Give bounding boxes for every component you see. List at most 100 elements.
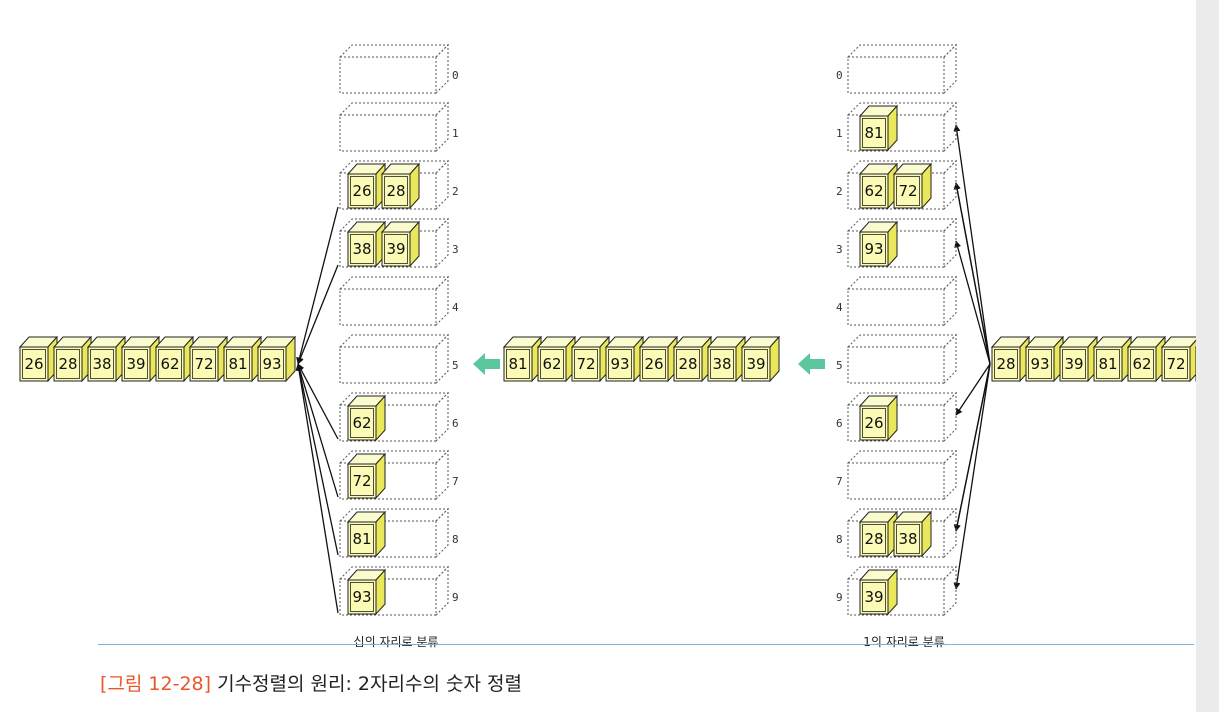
tens-bucket-label: 5 — [452, 359, 459, 372]
ones-bucket-label: 0 — [836, 69, 843, 82]
key-value: 26 — [644, 355, 663, 373]
output-row-key: 26 — [18, 335, 59, 383]
key-value: 62 — [542, 355, 561, 373]
ones-bucket-key: 62 — [858, 162, 899, 210]
key-value: 62 — [1132, 355, 1151, 373]
ones-distribute-arrow — [953, 124, 991, 365]
tens-gather-arrow — [295, 363, 339, 614]
key-value: 28 — [58, 355, 77, 373]
middle-row-key: 62 — [536, 335, 577, 383]
key-value: 26 — [24, 355, 43, 373]
key-value: 93 — [864, 240, 883, 258]
key-value: 72 — [1166, 355, 1185, 373]
middle-row-key: 38 — [706, 335, 747, 383]
key-value: 39 — [864, 588, 883, 606]
ones-bucket-5 — [846, 333, 958, 385]
output-row-key: 38 — [86, 335, 127, 383]
key-value: 39 — [386, 240, 405, 258]
middle-row-key: 93 — [604, 335, 645, 383]
ones-bucket-label: 5 — [836, 359, 843, 372]
tens-bucket-key: 72 — [346, 452, 387, 500]
key-value: 93 — [610, 355, 629, 373]
ones-distribute-arrow — [953, 363, 991, 590]
key-value: 26 — [352, 182, 371, 200]
tens-bucket-5 — [338, 333, 450, 385]
ones-bucket-label: 4 — [836, 301, 843, 314]
figure-title: 기수정렬의 원리: 2자리수의 숫자 정렬 — [217, 673, 522, 695]
key-value: 81 — [228, 355, 247, 373]
tens-gather-arrow — [296, 206, 339, 365]
ones-bucket-label: 7 — [836, 475, 843, 488]
tens-bucket-6 — [338, 391, 450, 443]
page-margin-shade — [1196, 0, 1219, 712]
caption-divider — [98, 644, 1194, 645]
ones-bucket-key: 38 — [892, 510, 933, 558]
key-value: 72 — [576, 355, 595, 373]
key-value: 72 — [352, 472, 371, 490]
key-value: 81 — [1098, 355, 1117, 373]
output-row-key: 62 — [154, 335, 195, 383]
tens-bucket-label: 8 — [452, 533, 459, 546]
input-row-key: 81 — [1092, 335, 1133, 383]
tens-gather-arrow — [297, 363, 339, 440]
input-row-key: 72 — [1160, 336, 1196, 383]
key-value: 38 — [898, 530, 917, 548]
key-value: 28 — [996, 355, 1015, 373]
key-value: 62 — [864, 182, 883, 200]
tens-bucket-label: 2 — [452, 185, 459, 198]
output-row-key: 39 — [120, 335, 161, 383]
key-value: 93 — [1030, 355, 1049, 373]
input-row-key: 62 — [1126, 335, 1167, 383]
key-value: 28 — [386, 182, 405, 200]
tens-bucket-key: 38 — [346, 220, 387, 268]
tens-bucket-label: 0 — [452, 69, 459, 82]
ones-bucket-key: 72 — [892, 162, 933, 210]
key-value: 93 — [352, 588, 371, 606]
tens-bucket-key: 81 — [346, 510, 387, 558]
middle-row-key: 39 — [740, 335, 781, 383]
key-value: 72 — [898, 182, 917, 200]
tens-panel-caption: 십의 자리로 분류 — [354, 635, 439, 649]
input-row-key: 28 — [990, 335, 1031, 383]
key-value: 28 — [864, 530, 883, 548]
ones-bucket-label: 8 — [836, 533, 843, 546]
key-value: 38 — [92, 355, 111, 373]
ones-bucket-key: 93 — [858, 220, 899, 268]
tens-gather-arrow — [297, 264, 339, 365]
key-value: 72 — [194, 355, 213, 373]
ones-distribute-arrow — [953, 182, 991, 365]
ones-panel-caption: 1의 자리로 분류 — [863, 635, 945, 649]
key-value: 38 — [352, 240, 371, 258]
tens-bucket-key: 26 — [346, 162, 387, 210]
tens-bucket-label: 6 — [452, 417, 459, 430]
input-row-key: 39 — [1058, 335, 1099, 383]
key-value: 62 — [160, 355, 179, 373]
key-value: 81 — [508, 355, 527, 373]
ones-distribute-arrow — [954, 240, 991, 365]
ones-bucket-key: 26 — [858, 394, 899, 442]
tens-bucket-8 — [338, 507, 450, 559]
tens-bucket-label: 1 — [452, 127, 459, 140]
ones-bucket-4 — [846, 275, 958, 327]
tens-bucket-1 — [338, 101, 450, 153]
middle-row-key: 72 — [570, 335, 611, 383]
tens-bucket-key: 62 — [346, 394, 387, 442]
tens-bucket-4 — [338, 275, 450, 327]
output-row-key: 28 — [52, 335, 93, 383]
tens-gather-arrow — [296, 363, 339, 498]
tens-gather-arrow — [295, 363, 339, 556]
key-value: 38 — [712, 355, 731, 373]
key-value: 39 — [746, 355, 765, 373]
tens-bucket-9 — [338, 565, 450, 617]
tens-bucket-label: 4 — [452, 301, 459, 314]
flow-arrow-to-tens — [473, 353, 500, 375]
ones-bucket-label: 6 — [836, 417, 843, 430]
output-row-key: 72 — [188, 335, 229, 383]
middle-row-key: 28 — [672, 335, 713, 383]
ones-bucket-0 — [846, 43, 958, 95]
ones-distribute-arrow — [953, 363, 991, 532]
input-row-key: 93 — [1024, 335, 1065, 383]
ones-bucket-key: 28 — [858, 510, 899, 558]
